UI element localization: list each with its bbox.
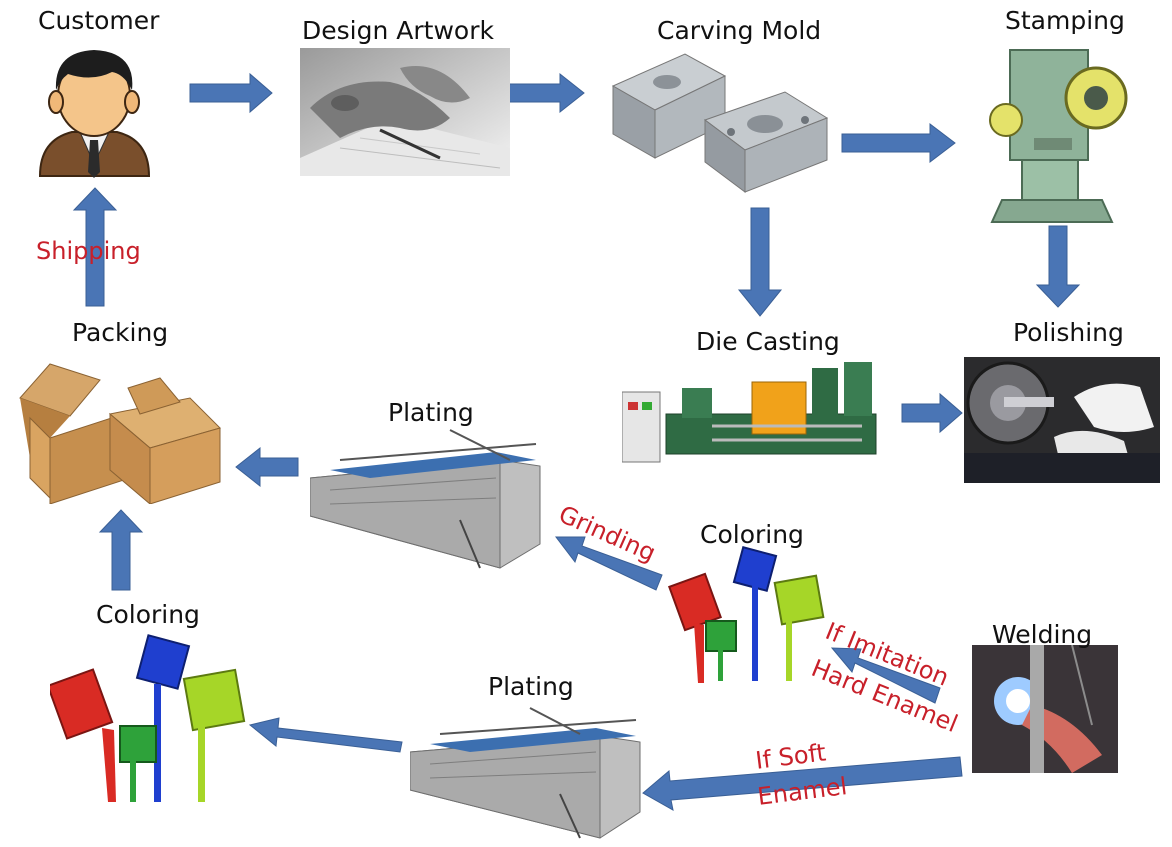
arrow-coloring-to-plating [554,536,663,591]
edge-label-shipping: Shipping [36,237,141,265]
arrow-coloring-to-packing [98,509,144,591]
businessman-avatar-icon [38,50,151,178]
arrow-design-to-mold [499,72,585,114]
arrow-welding-to-plating-lower [642,756,963,811]
arrow-plating-to-coloring-lower [248,717,403,753]
punch-press-photo [989,49,1128,223]
label-coloring-middle: Coloring [700,520,804,549]
die-casting-machine-photo [622,362,877,463]
label-plating-lower: Plating [488,672,574,701]
arrow-mold-to-stamping [841,122,956,164]
polishing-wheel-photo [964,357,1160,483]
plating-tank-photo-lower [410,707,641,839]
label-coloring-lower: Coloring [96,600,200,629]
arrow-plating-to-packing [235,446,299,488]
label-stamping: Stamping [1005,6,1125,35]
arrow-stamping-to-polishing [1035,225,1081,308]
arrow-mold-to-diecasting [737,207,783,317]
label-plating-upper: Plating [388,398,474,427]
plating-tank-photo [310,429,541,569]
steel-mold-photo [611,53,829,193]
cardboard-box-photo [19,363,221,504]
label-die-casting: Die Casting [696,327,840,356]
arrow-packing-to-customer [72,187,118,307]
label-customer: Customer [38,6,160,35]
welding-torch-photo [972,645,1118,773]
paint-cans-photo-lower [50,634,246,802]
label-polishing: Polishing [1013,318,1124,347]
arrow-welding-to-coloring [830,647,941,704]
arrow-customer-to-design [189,72,273,114]
label-carving-mold: Carving Mold [657,16,822,45]
label-design-artwork: Design Artwork [302,16,494,45]
label-packing: Packing [72,318,169,347]
paint-cans-photo [668,545,825,683]
hand-drawing-photo [300,48,510,176]
arrow-diecasting-to-polishing [901,392,963,434]
label-welding: Welding [992,620,1093,649]
